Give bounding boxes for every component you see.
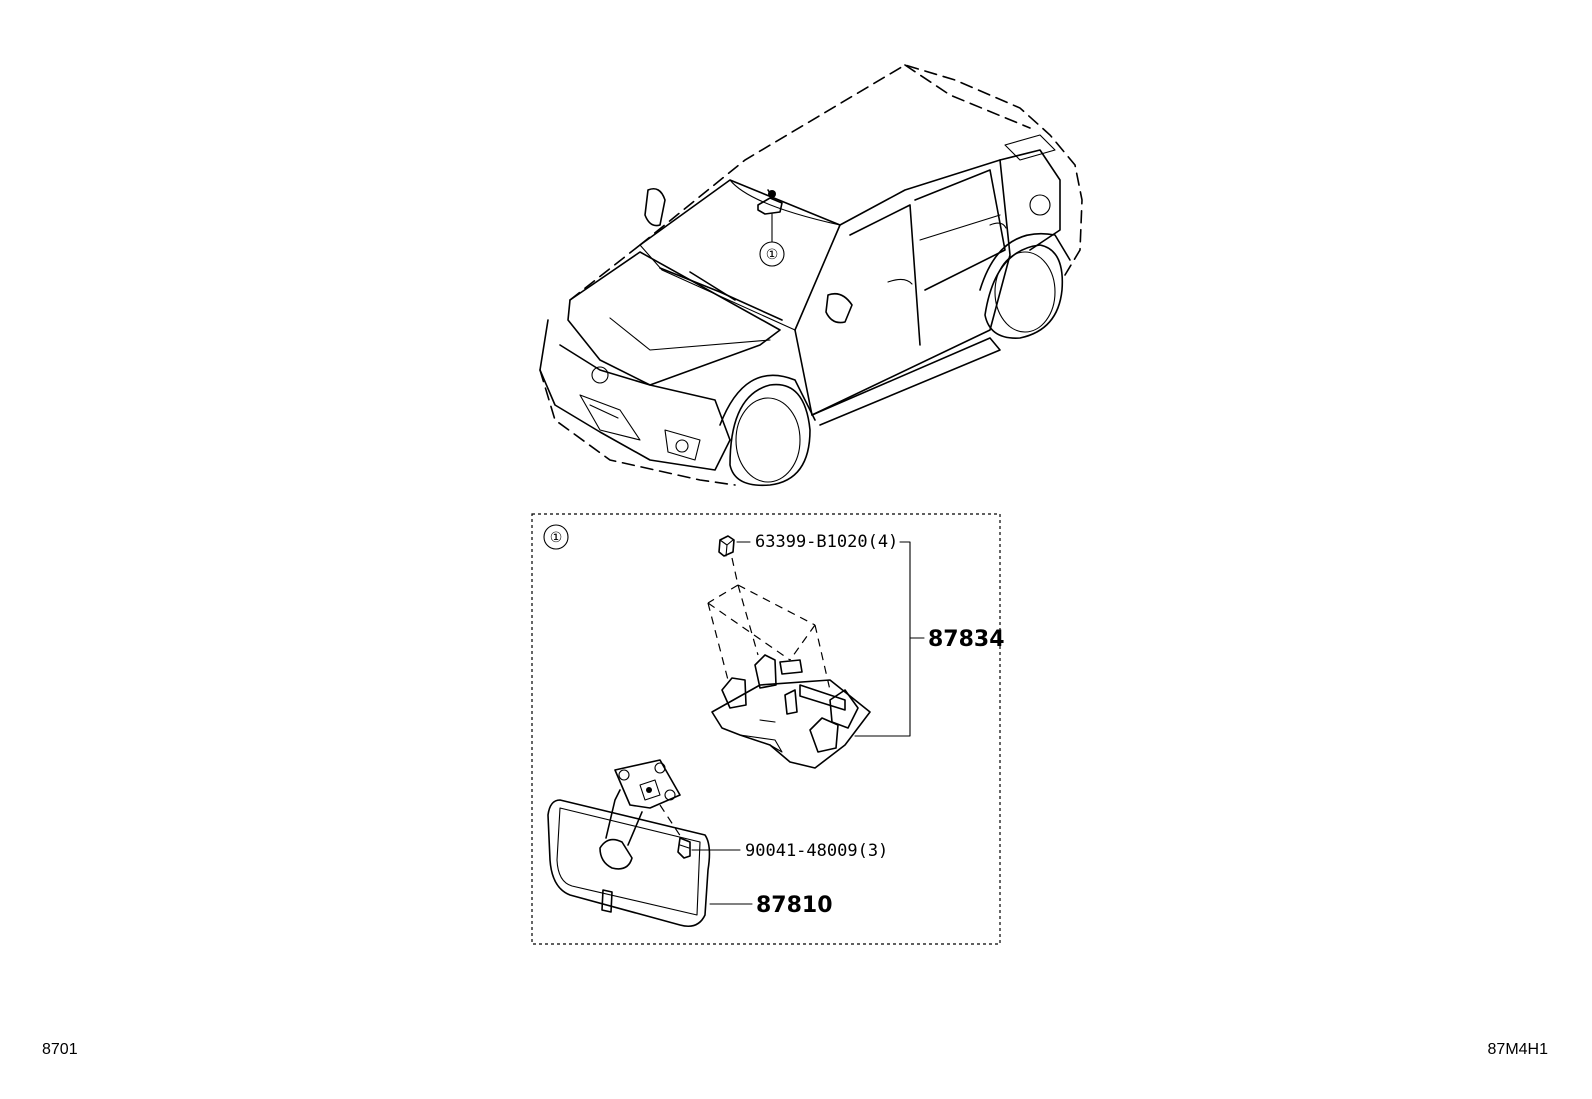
footer-left-code: 8701 [42, 1041, 78, 1058]
callout-marker-vehicle: ① [766, 247, 779, 263]
part-number-screw: 90041-48009(3) [745, 841, 888, 861]
clip-guide-lines [707, 557, 831, 691]
clip-part-icon [718, 535, 735, 557]
part-number-clip: 63399-B1020(4) [755, 532, 898, 552]
detail-frame: ① [531, 513, 1001, 945]
part-number-mirror: 87810 [756, 893, 833, 918]
screw-part-icon [659, 804, 691, 859]
part-number-cover: 87834 [928, 627, 1005, 652]
callout-marker-detail: ① [550, 530, 563, 546]
mirror-part-icon [547, 759, 711, 928]
vehicle-illustration: ① [539, 64, 1083, 487]
footer-right-code: 87M4H1 [1488, 1041, 1549, 1058]
cover-part-icon [711, 654, 871, 769]
